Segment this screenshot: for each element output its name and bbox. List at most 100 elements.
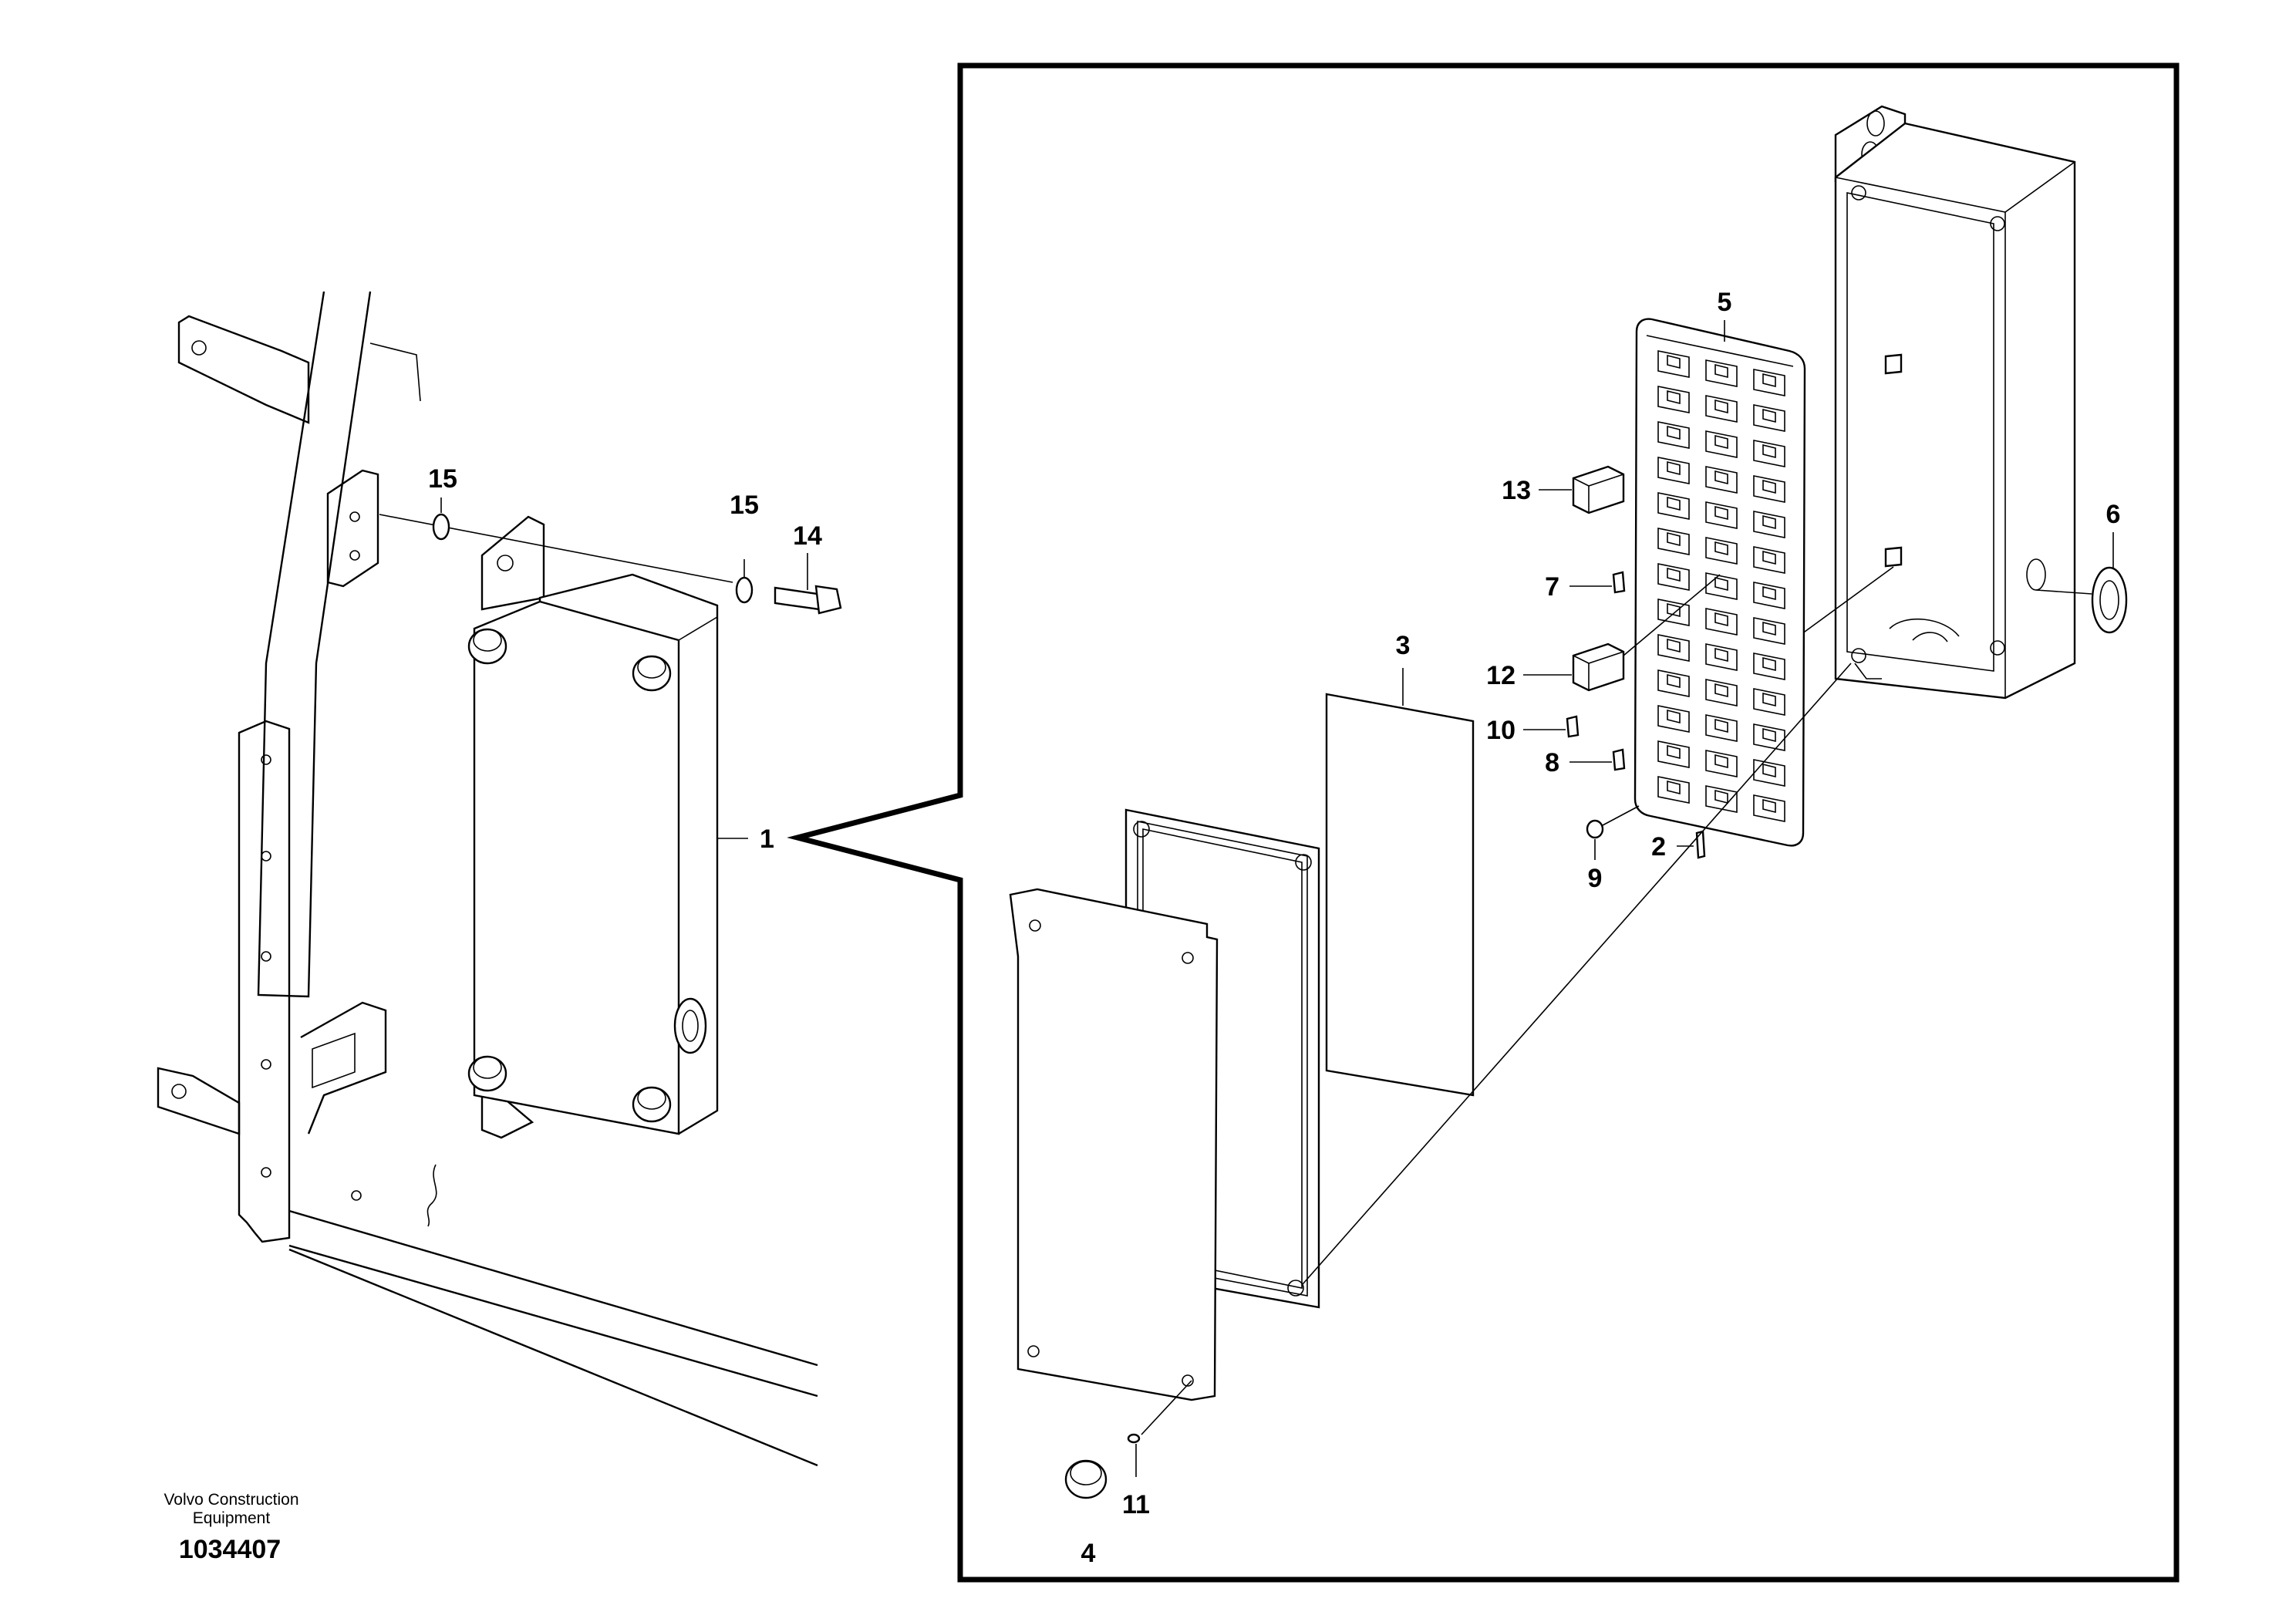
board-socket-contact (1667, 531, 1681, 547)
bolt-14 (774, 585, 842, 615)
board-socket-contact (1714, 541, 1728, 556)
board-socket (1657, 421, 1690, 449)
board-socket (1753, 688, 1785, 716)
board-socket-contact (1667, 709, 1681, 724)
board-socket-contact (1714, 363, 1728, 379)
label-sheet-3 (1325, 693, 1475, 1097)
grommet-6 (2035, 566, 2128, 634)
board-socket-contact (1762, 727, 1776, 743)
board-socket (1657, 705, 1690, 733)
board-socket (1657, 528, 1690, 555)
board-socket-contact (1762, 621, 1776, 636)
board-socket (1657, 740, 1690, 768)
washer-11 (1127, 1433, 1141, 1444)
board-socket (1705, 750, 1738, 777)
callout-3: 3 (1396, 631, 1411, 660)
board-socket (1657, 492, 1690, 520)
electrical-box-installed (467, 515, 719, 1139)
company-name-line1: Volvo Construction (164, 1491, 298, 1509)
board-socket (1753, 440, 1785, 467)
board-socket (1753, 475, 1785, 503)
company-name-line2: Equipment (193, 1509, 271, 1527)
knob-bottom-right (632, 1086, 672, 1123)
board-socket-contact (1762, 692, 1776, 707)
board-socket (1705, 643, 1738, 671)
board-socket (1753, 582, 1785, 609)
board-socket-contact (1714, 399, 1728, 414)
board-socket-contact (1667, 567, 1681, 582)
callout-5: 5 (1718, 288, 1732, 317)
board-socket-contact (1667, 602, 1681, 618)
board-socket-contact (1714, 576, 1728, 592)
board-socket-contact (1714, 683, 1728, 698)
board-socket-contact (1762, 373, 1776, 388)
board-socket-contact (1714, 718, 1728, 733)
callout-14: 14 (793, 521, 822, 551)
cover-plate (1009, 888, 1219, 1401)
board-socket (1657, 386, 1690, 413)
board-socket (1705, 537, 1738, 565)
knob-top-right (632, 655, 672, 692)
callout-9: 9 (1588, 864, 1603, 893)
machine-frame (157, 291, 818, 1467)
knob-top-left (467, 628, 507, 665)
fuse-8 (1612, 748, 1626, 771)
board-socket (1705, 608, 1738, 636)
jumper-2 (1695, 830, 1706, 859)
board-socket-contact (1762, 550, 1776, 565)
washer-15b (735, 576, 754, 604)
board-socket-contact (1714, 470, 1728, 485)
board-socket (1705, 501, 1738, 529)
board-socket (1657, 669, 1690, 697)
exploded-view (1009, 105, 2128, 1499)
board-socket-contact (1714, 612, 1728, 627)
board-socket (1753, 794, 1785, 822)
board-socket-contact (1667, 780, 1681, 795)
board-socket-contact (1714, 754, 1728, 769)
board-socket-contact (1714, 434, 1728, 450)
board-socket-contact (1667, 744, 1681, 760)
board-socket-contact (1667, 638, 1681, 653)
board-socket (1657, 634, 1690, 662)
board-socket (1657, 599, 1690, 626)
callout-15b: 15 (730, 491, 759, 520)
relay-12 (1572, 574, 1721, 692)
board-socket (1657, 457, 1690, 484)
board-socket-contact (1667, 389, 1681, 405)
callout-15a: 15 (428, 464, 457, 494)
washer-15a (432, 513, 450, 541)
board-socket-contact (1762, 656, 1776, 672)
callout-13: 13 (1502, 476, 1531, 505)
board-socket (1753, 546, 1785, 574)
board-socket (1753, 617, 1785, 645)
callout-10: 10 (1486, 716, 1515, 745)
board-socket-contact (1762, 763, 1776, 778)
board-socket-contact (1714, 647, 1728, 663)
board-socket (1705, 714, 1738, 742)
board-socket-contact (1762, 585, 1776, 601)
callout-7: 7 (1545, 572, 1559, 602)
callout-4: 4 (1081, 1539, 1096, 1568)
board-socket-contact (1667, 425, 1681, 440)
callout-11: 11 (1122, 1490, 1150, 1519)
callout-12: 12 (1486, 661, 1515, 690)
mounting-hardware (379, 513, 842, 615)
board-socket (1705, 430, 1738, 458)
drawing-number: 1034407 (179, 1535, 281, 1564)
board-socket (1657, 776, 1690, 804)
board-socket (1753, 653, 1785, 680)
fuse-7 (1612, 571, 1626, 594)
board-socket-contact (1762, 798, 1776, 814)
footer: Volvo Construction Equipment 1034407 (164, 1491, 298, 1564)
fuse-10 (1566, 715, 1580, 738)
callout-6: 6 (2106, 500, 2121, 529)
board-socket (1753, 404, 1785, 432)
board-socket (1705, 359, 1738, 387)
board-socket (1705, 785, 1738, 813)
board-socket (1753, 511, 1785, 538)
knob-bottom-left (467, 1055, 507, 1092)
detail-frame (787, 62, 2180, 1583)
board-socket-contact (1762, 408, 1776, 423)
board-socket-contact (1667, 673, 1681, 689)
board-socket (1705, 679, 1738, 706)
